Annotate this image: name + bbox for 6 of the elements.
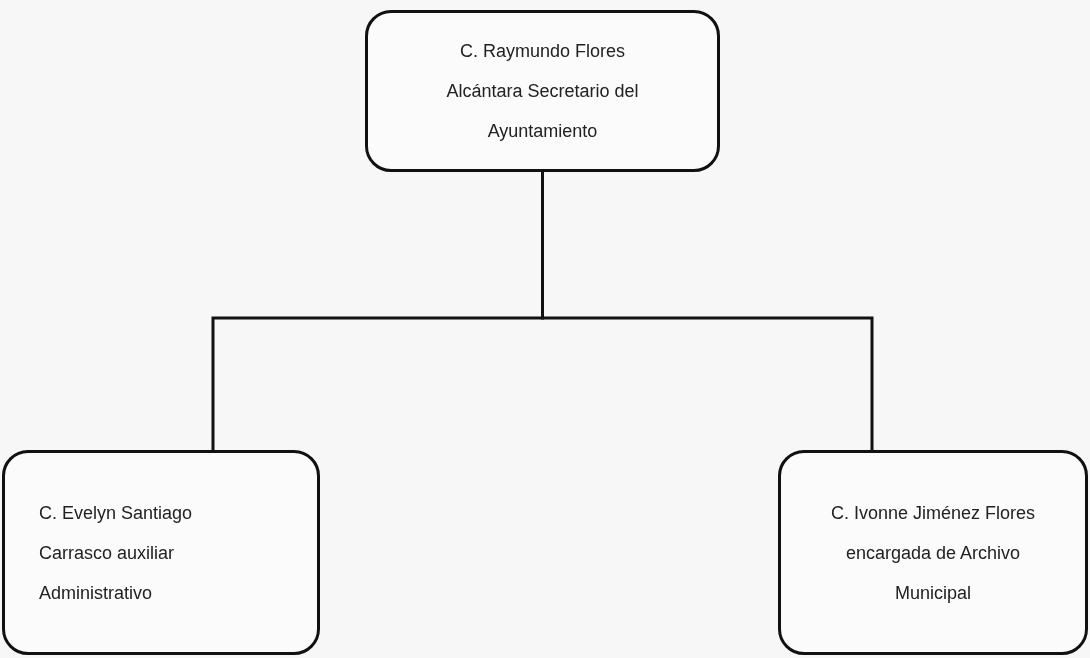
org-chart-box [2,450,320,655]
position-label: C. Ivonne Jiménez Flores encargada de Archivo Municipal [829,501,1037,605]
org-chart-box [365,10,720,172]
position-label: C. Evelyn Santiago Carrasco auxiliar Administrativo [39,501,194,605]
position-label: C. Raymundo Flores Alcántara Secretario del Ayuntamiento [445,40,640,143]
org-chart-box [778,450,1088,655]
